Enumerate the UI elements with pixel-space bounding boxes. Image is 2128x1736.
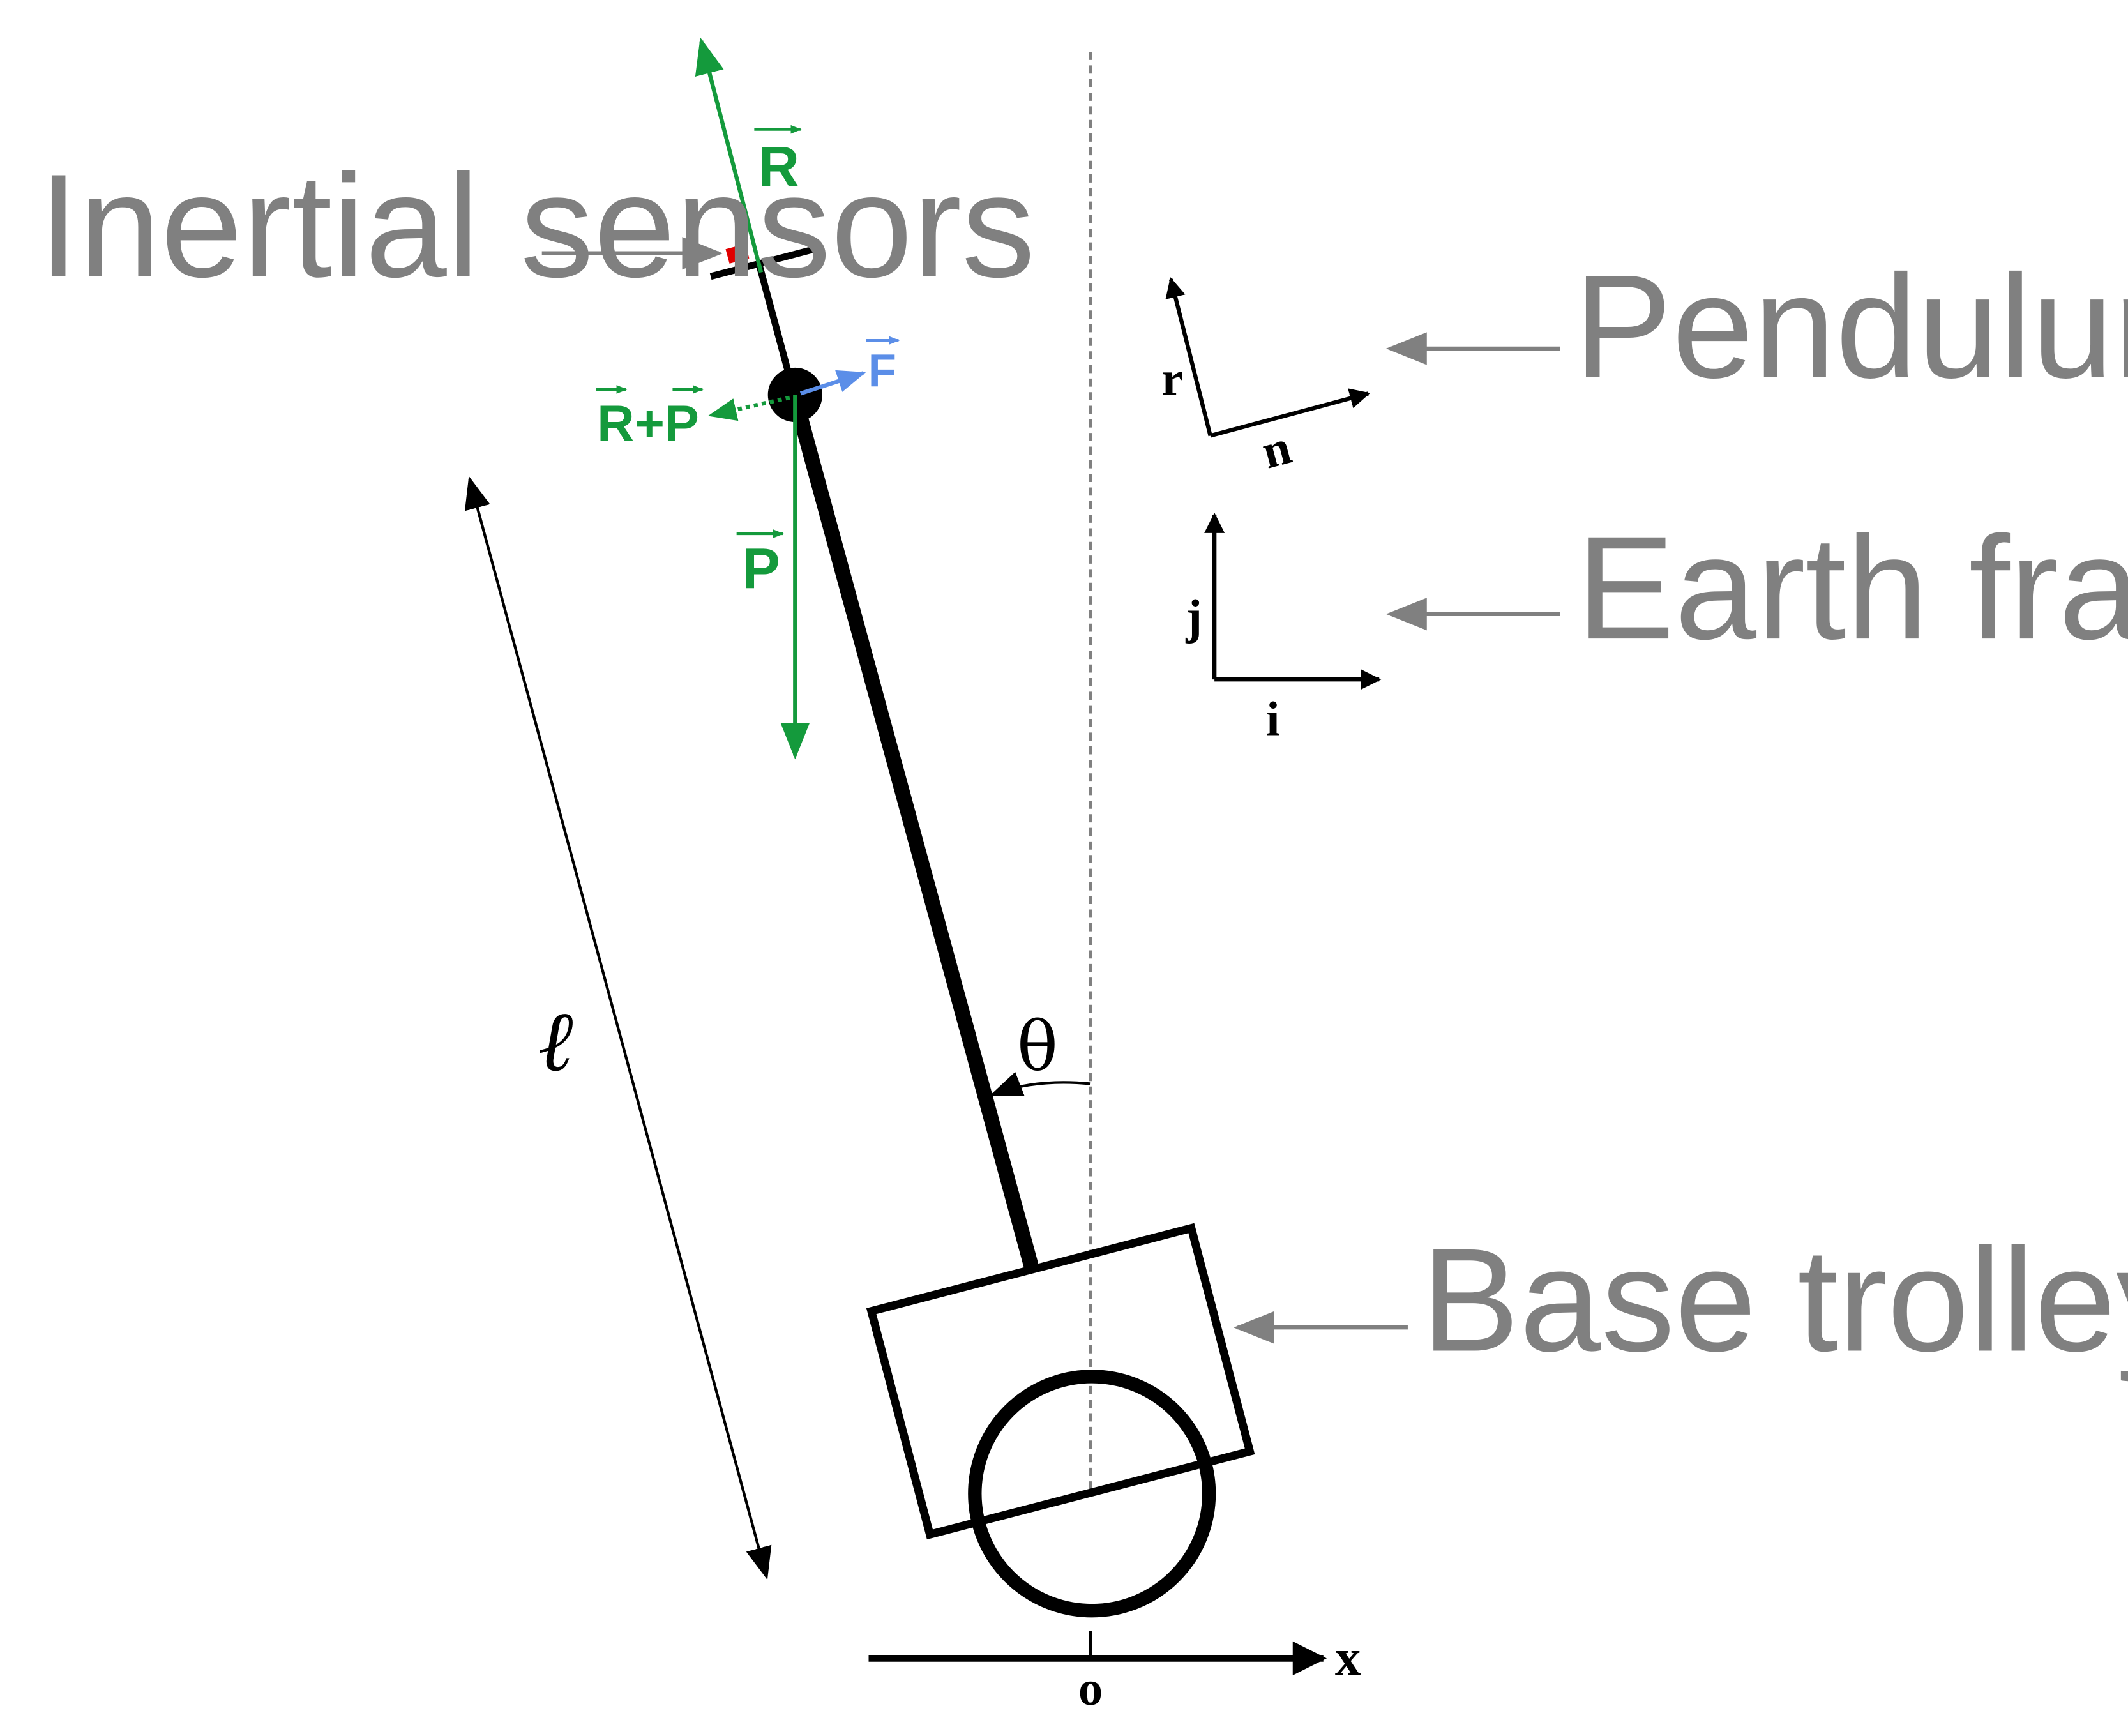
vector-R-text: R (758, 135, 799, 199)
vector-label-R: R (754, 125, 802, 199)
x-axis-label: x (1335, 1629, 1361, 1686)
callout-base-trolley: Base trolley (1421, 1218, 2128, 1382)
pendulum-rod (788, 395, 1039, 1271)
inertial-sensor-marker (725, 243, 750, 264)
length-dimension-arrow (464, 476, 772, 1580)
pendulum-frame-r-label: r (1161, 351, 1183, 405)
callout-pendulum-frame: Pendulum frame (1574, 245, 2128, 409)
vector-label-F: F (866, 336, 900, 397)
vector-label-R-plus-P: R+P (596, 385, 704, 453)
pendulum-frame-n-axis (1209, 388, 1371, 438)
pendulum-frame-r-axis (1165, 277, 1212, 437)
length-label: ℓ (538, 992, 573, 1091)
earth-frame-axes: j i (1185, 512, 1382, 746)
vector-R-plus-P-text: R+P (597, 395, 699, 453)
callout-inertial-sensors: Inertial sensors (38, 144, 1036, 308)
theta-arc (989, 1071, 1091, 1097)
force-R-arrow (695, 37, 764, 273)
pendulum-frame-axes: r n (1161, 277, 1371, 479)
vector-P-text: P (742, 536, 780, 600)
vector-label-P: P (736, 529, 784, 600)
callout-earth-frame: Earth frame (1576, 506, 2128, 670)
origin-label: o (1078, 1661, 1103, 1716)
earth-frame-j-label: j (1185, 590, 1202, 644)
pendulum-frame-n-label: n (1256, 419, 1297, 479)
base-trolley-body (866, 1223, 1255, 1540)
force-F-arrow (799, 370, 866, 396)
theta-label: θ (1017, 1008, 1058, 1087)
earth-frame-i-label: i (1266, 692, 1279, 746)
pendulum-top-crossbar (709, 246, 815, 280)
vector-F-text: F (868, 345, 896, 397)
trolley-wheel (968, 1370, 1216, 1618)
force-R-plus-P-arrow (707, 395, 790, 421)
